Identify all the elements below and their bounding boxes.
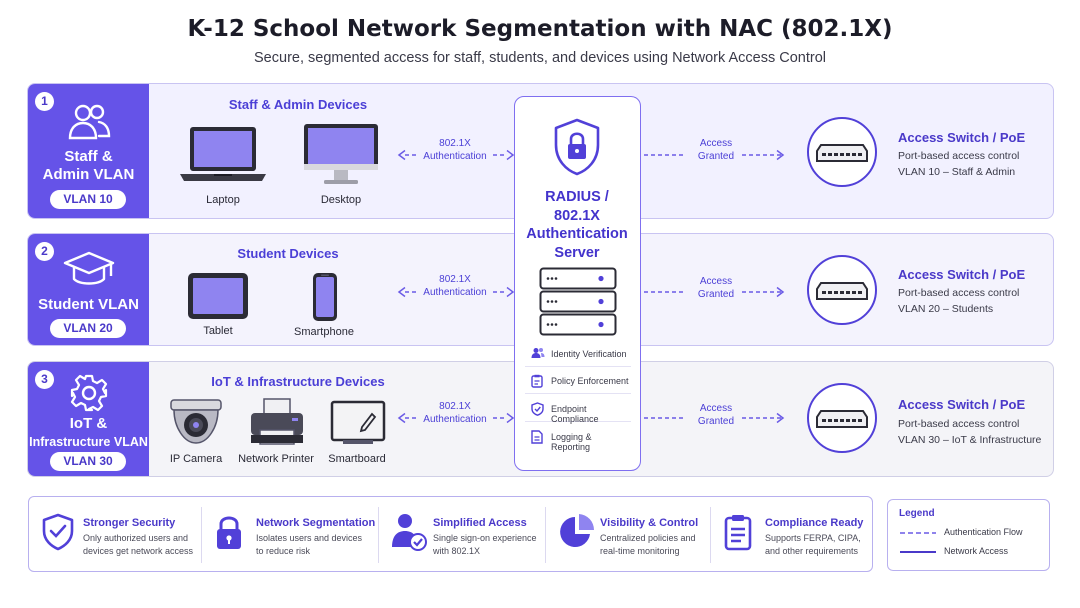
divider bbox=[710, 507, 711, 563]
vlan-panel-students: 2 Student VLAN VLAN 20 bbox=[28, 234, 149, 345]
graduation-cap-icon bbox=[28, 248, 149, 297]
switch-title: Access Switch / PoE bbox=[898, 130, 1026, 145]
document-icon bbox=[531, 430, 543, 446]
device-group-title: Student Devices bbox=[237, 246, 339, 261]
switch-circle bbox=[807, 383, 877, 453]
device-group-title: IoT & Infrastructure Devices bbox=[211, 374, 385, 389]
feature-policy-enforcement: Policy Enforcement bbox=[525, 369, 631, 394]
device-label: IP Camera bbox=[169, 453, 223, 465]
device-label: Smartboard bbox=[328, 453, 386, 465]
divider bbox=[545, 507, 546, 563]
auth-flow-arrow bbox=[397, 412, 515, 424]
legend-item-authentication-flow: Authentication Flow bbox=[944, 527, 1023, 537]
gear-icon bbox=[28, 373, 149, 418]
legend-dashed-line bbox=[900, 532, 936, 534]
benefit-network-segmentation: Network Segmentation Isolates users and … bbox=[202, 497, 378, 573]
divider bbox=[378, 507, 379, 563]
switch-icon bbox=[816, 410, 868, 428]
benefit-visibility-control: Visibility & Control Centralized policie… bbox=[546, 497, 710, 573]
divider bbox=[201, 507, 202, 563]
vlan-name: IoT & Infrastructure VLAN bbox=[29, 415, 148, 449]
access-flow-arrow bbox=[644, 412, 785, 424]
device-label: Network Printer bbox=[238, 453, 314, 465]
auth-flow-arrow bbox=[397, 286, 515, 298]
vlan-name: Staff & Admin VLAN bbox=[42, 148, 135, 183]
benefit-stronger-security: Stronger Security Only authorized users … bbox=[29, 497, 201, 573]
legend-solid-line bbox=[900, 551, 936, 553]
clipboard-icon bbox=[531, 374, 543, 390]
vlan-number-badge: 2 bbox=[35, 242, 54, 261]
laptop-icon bbox=[178, 124, 268, 191]
switch-circle bbox=[807, 117, 877, 187]
legend-title: Legend bbox=[899, 508, 935, 519]
users-icon bbox=[531, 347, 545, 361]
feature-logging-reporting: Logging & Reporting bbox=[525, 425, 631, 452]
device-label: Desktop bbox=[320, 194, 362, 206]
clipboard-icon bbox=[723, 513, 753, 556]
page-subtitle: Secure, segmented access for staff, stud… bbox=[254, 50, 826, 66]
access-flow-arrow bbox=[644, 286, 785, 298]
device-group-title: Staff & Admin Devices bbox=[228, 97, 368, 112]
vlan-panel-iot: 3 IoT & Infrastructure VLAN VLAN 30 bbox=[28, 362, 149, 476]
shield-check-icon bbox=[41, 513, 75, 556]
smartboard-icon bbox=[329, 399, 387, 454]
benefit-compliance-ready: Compliance Ready Supports FERPA, CIPA,an… bbox=[711, 497, 873, 573]
lock-icon bbox=[214, 513, 244, 556]
benefit-simplified-access: Simplified Access Single sign-on experie… bbox=[379, 497, 545, 573]
vlan-number-badge: 3 bbox=[35, 370, 54, 389]
feature-identity-verification: Identity Verification bbox=[525, 342, 631, 367]
vlan-id-badge: VLAN 30 bbox=[50, 452, 126, 471]
feature-endpoint-compliance: Endpoint Compliance bbox=[525, 397, 631, 424]
switch-icon bbox=[816, 282, 868, 300]
server-rack-icon bbox=[539, 267, 617, 342]
page-title: K-12 School Network Segmentation with NA… bbox=[187, 16, 893, 42]
vlan-panel-staff: 1 Staff & Admin VLAN VLAN 10 bbox=[28, 84, 149, 218]
switch-title: Access Switch / PoE bbox=[898, 397, 1026, 412]
device-label: Tablet bbox=[203, 325, 233, 337]
desktop-icon bbox=[302, 122, 380, 193]
tablet-icon bbox=[186, 271, 250, 326]
access-flow-arrow bbox=[644, 149, 785, 161]
vlan-name: Student VLAN bbox=[38, 296, 139, 313]
legend-item-network-access: Network Access bbox=[944, 546, 1009, 556]
legend: Legend Authentication Flow Network Acces… bbox=[887, 499, 1050, 571]
auth-flow-arrow bbox=[397, 149, 515, 161]
switch-title: Access Switch / PoE bbox=[898, 267, 1026, 282]
radius-server-card: RADIUS / 802.1X Authentication Server Id… bbox=[514, 96, 641, 471]
printer-icon bbox=[248, 397, 306, 452]
benefits-bar: Stronger Security Only authorized users … bbox=[28, 496, 873, 572]
user-check-icon bbox=[391, 513, 427, 556]
vlan-id-badge: VLAN 20 bbox=[50, 319, 126, 338]
device-label: Laptop bbox=[206, 194, 240, 206]
device-label: Smartphone bbox=[294, 326, 354, 338]
shield-lock-icon bbox=[553, 117, 601, 182]
ip-camera-icon bbox=[168, 397, 224, 454]
vlan-id-badge: VLAN 10 bbox=[50, 190, 126, 209]
smartphone-icon bbox=[311, 271, 339, 328]
switch-icon bbox=[816, 144, 868, 162]
pie-chart-icon bbox=[558, 513, 596, 556]
vlan-number-badge: 1 bbox=[35, 92, 54, 111]
users-icon bbox=[28, 102, 149, 147]
shield-check-icon bbox=[531, 402, 544, 418]
radius-server-title: RADIUS / 802.1X Authentication Server bbox=[526, 189, 628, 261]
switch-circle bbox=[807, 255, 877, 325]
